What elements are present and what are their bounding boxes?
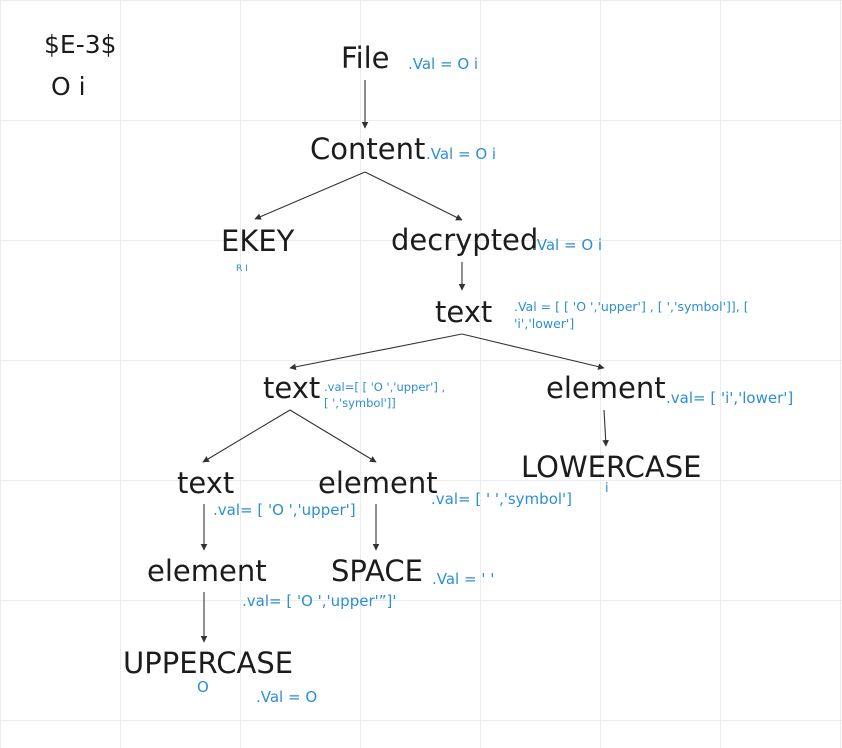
- annotation-content-val: .Val = O i: [426, 145, 497, 163]
- node-file: File: [341, 41, 390, 75]
- annotation-space-val: .Val = ' ': [432, 570, 495, 588]
- node-text-left: text: [263, 371, 321, 405]
- annotation-text-root-val: .Val = [ [ 'O ','upper'] , [ ','symbol']…: [514, 299, 749, 331]
- annotation-uppercase-val: .Val = O: [256, 688, 318, 706]
- node-text-root: text: [435, 295, 493, 329]
- node-element-right: element: [546, 371, 666, 405]
- annotation-element-right-val: .val= [ 'i','lower']: [666, 389, 794, 407]
- node-lowercase: LOWERCASE: [521, 450, 702, 484]
- edge-text-element: [461, 333, 605, 370]
- corner-note-value: O i: [51, 72, 86, 101]
- edge-text-text: [289, 333, 463, 371]
- edge-element-lowercase: [602, 409, 609, 447]
- annotation-decrypted-val: .Val = O i: [532, 236, 603, 254]
- edge-text-textll: [202, 409, 291, 463]
- annotation-text-ll-val: .val= [ 'O ','upper']: [213, 501, 356, 519]
- node-space: SPACE: [331, 554, 423, 588]
- node-ekey: EKEY: [221, 224, 295, 258]
- annotation-lowercase-val: i: [605, 481, 609, 496]
- node-text-ll: text: [177, 466, 235, 500]
- node-content: Content: [310, 132, 426, 166]
- node-decrypted: decrypted: [391, 223, 539, 257]
- node-uppercase: UPPERCASE: [123, 646, 294, 680]
- corner-note-title: $E-3$: [44, 30, 117, 59]
- annotation-ekey-val: R I: [236, 264, 248, 274]
- annotation-uppercase-char: O: [197, 678, 209, 696]
- annotation-element-space-val: .val= [ ' ','symbol']: [431, 490, 573, 508]
- edge-content-ekey: [254, 171, 366, 220]
- annotation-file-val: .Val = O i: [408, 55, 479, 73]
- node-element-space: element: [318, 466, 438, 500]
- node-element-upper: element: [147, 554, 267, 588]
- annotation-element-upper-val: .val= [ 'O ','upper'”]': [242, 592, 397, 610]
- edge-content-decrypted: [364, 171, 463, 221]
- edge-text-elementspace: [289, 409, 377, 463]
- annotation-text-left-val: .val=[ [ 'O ','upper'] , [ ','symbol']]: [324, 380, 446, 410]
